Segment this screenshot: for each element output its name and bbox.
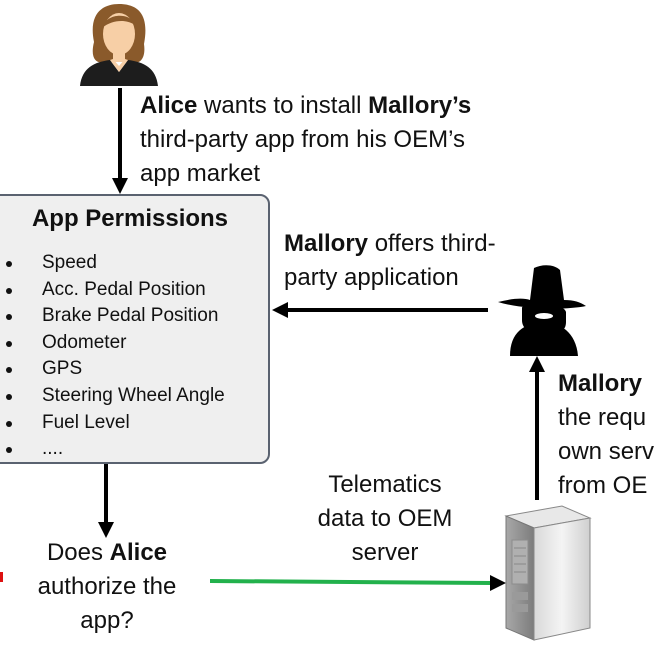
permission-item: Speed bbox=[6, 250, 225, 277]
alice-icon bbox=[80, 4, 158, 86]
mallory-request-text: Mallory the requ own serv from OE bbox=[558, 370, 655, 499]
app-permissions-box: App Permissions Speed Acc. Pedal Positio… bbox=[0, 194, 270, 464]
green-arrow-telematics bbox=[210, 575, 506, 591]
arrow-mallory-to-permissions bbox=[272, 302, 488, 318]
permission-item: Fuel Level bbox=[6, 410, 225, 437]
arrow-alice-to-permissions bbox=[112, 88, 128, 194]
server-icon bbox=[504, 505, 592, 641]
telematics-text: Telematics data to OEM server bbox=[317, 471, 453, 566]
permissions-list: Speed Acc. Pedal Position Brake Pedal Po… bbox=[6, 250, 225, 463]
permission-item: GPS bbox=[6, 356, 225, 383]
alice-install-text: Alice wants to install Mallory’s third-p… bbox=[140, 92, 472, 187]
authorize-question-text: Does Alice authorize the app? bbox=[37, 539, 177, 634]
permission-item: .... bbox=[6, 436, 225, 463]
alice-name: Alice bbox=[140, 92, 198, 119]
mallory-spy-icon bbox=[498, 265, 586, 356]
arrow-permissions-to-authorize bbox=[98, 464, 114, 538]
arrow-server-to-mallory bbox=[529, 356, 545, 500]
permission-item: Brake Pedal Position bbox=[6, 303, 225, 330]
permissions-title: App Permissions bbox=[31, 205, 229, 232]
mallory-name: Mallory’s bbox=[368, 92, 472, 119]
permission-item: Acc. Pedal Position bbox=[6, 277, 225, 304]
mallory-offers-text: Mallory offers third- party application bbox=[284, 230, 496, 291]
permission-item: Steering Wheel Angle bbox=[6, 383, 225, 410]
red-mark bbox=[0, 572, 3, 582]
permission-item: Odometer bbox=[6, 330, 225, 357]
